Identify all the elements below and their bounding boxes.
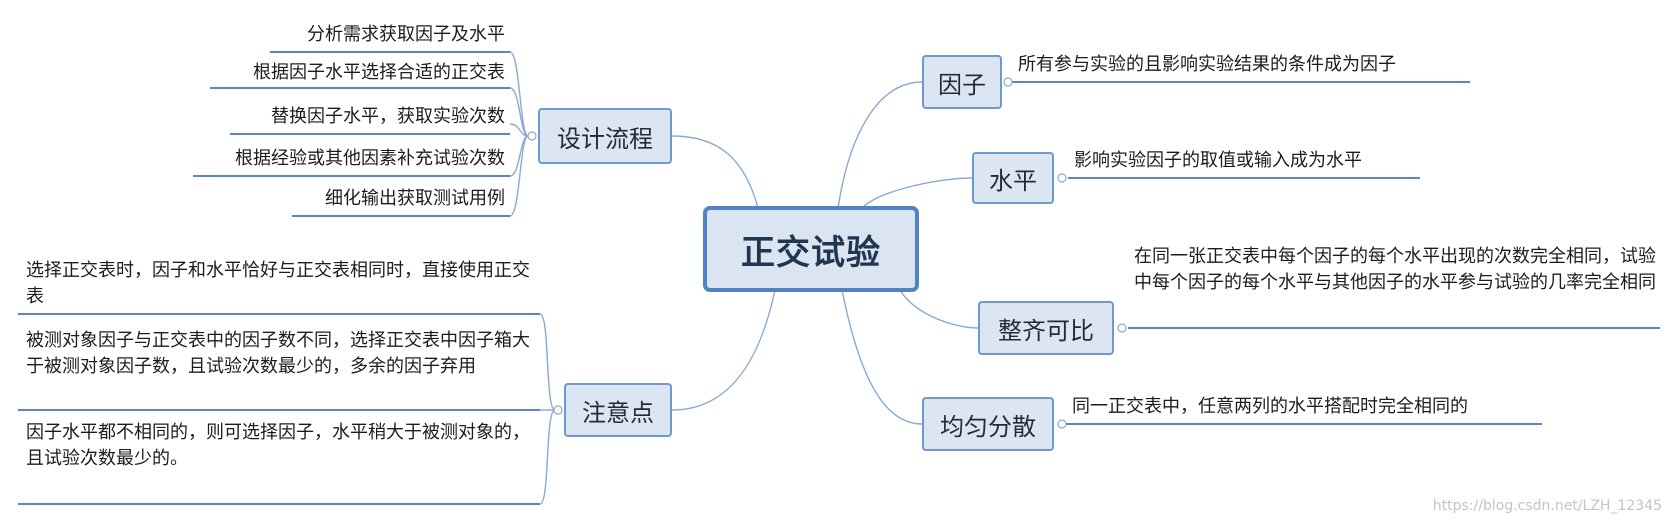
connector-root-factor [837, 81, 923, 209]
root-topic[interactable]: 正交试验 [703, 206, 919, 292]
connector-notes-1 [539, 313, 556, 411]
factor-description[interactable]: 所有参与实验的且影响实验结果的条件成为因子 [1018, 54, 1396, 75]
connector-design-1 [509, 51, 529, 137]
watermark: https://blog.csdn.net/LZH_12345 [1432, 498, 1662, 514]
connector-root-orthogonal [899, 289, 979, 329]
connector-root-uniform [841, 289, 923, 425]
design-step-1[interactable]: 分析需求获取因子及水平 [307, 24, 505, 45]
topic-notes[interactable]: 注意点 [564, 383, 672, 437]
design-step-5[interactable]: 细化输出获取测试用例 [325, 188, 505, 209]
collapse-circle-orthogonal[interactable] [1117, 323, 1127, 333]
connector-design-3 [509, 123, 529, 137]
topic-design-flow[interactable]: 设计流程 [538, 108, 672, 164]
collapse-circle-level[interactable] [1057, 173, 1067, 183]
topic-uniform[interactable]: 均匀分散 [922, 397, 1054, 451]
collapse-circle-uniform[interactable] [1057, 419, 1067, 429]
connector-design-2 [509, 87, 529, 137]
collapse-circle-design[interactable] [527, 131, 537, 141]
topic-orthogonal[interactable]: 整齐可比 [978, 301, 1114, 355]
orthogonal-description[interactable]: 在同一张正交表中每个因子的每个水平出现的次数完全相同，试验中每个因子的每个水平与… [1134, 246, 1656, 293]
connector-root-design [671, 135, 759, 209]
connector-root-level [861, 177, 973, 209]
connector-root-notes [671, 289, 776, 411]
connector-notes-3 [539, 409, 556, 505]
design-step-4[interactable]: 根据经验或其他因素补充试验次数 [235, 148, 505, 169]
note-3[interactable]: 因子水平都不相同的，则可选择因子，水平稍大于被测对象的，且试验次数最少的。 [26, 422, 530, 469]
uniform-description[interactable]: 同一正交表中，任意两列的水平搭配时完全相同的 [1072, 396, 1468, 417]
note-2[interactable]: 被测对象因子与正交表中的因子数不同，选择正交表中因子箱大于被测对象因子数，且试验… [26, 330, 530, 377]
topic-factor[interactable]: 因子 [922, 55, 1002, 109]
collapse-circle-notes[interactable] [553, 405, 563, 415]
topic-level[interactable]: 水平 [972, 152, 1054, 204]
note-1[interactable]: 选择正交表时，因子和水平恰好与正交表相同时，直接使用正交表 [26, 260, 530, 307]
connector-design-5 [509, 135, 529, 217]
design-step-3[interactable]: 替换因子水平，获取实验次数 [271, 106, 505, 127]
level-description[interactable]: 影响实验因子的取值或输入成为水平 [1074, 150, 1362, 171]
design-step-2[interactable]: 根据因子水平选择合适的正交表 [253, 62, 505, 83]
collapse-circle-factor[interactable] [1003, 77, 1013, 87]
